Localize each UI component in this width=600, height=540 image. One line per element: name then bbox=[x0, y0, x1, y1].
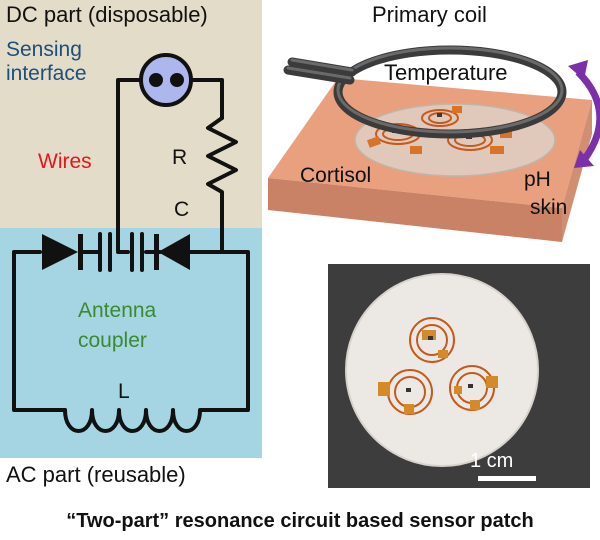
wire-right bbox=[189, 78, 224, 120]
cortisol-label: Cortisol bbox=[300, 164, 372, 187]
temperature-label: Temperature bbox=[384, 60, 508, 85]
scale-bar-label: 1 cm bbox=[470, 450, 514, 472]
capacitor-label: C bbox=[174, 198, 190, 221]
capacitor-right bbox=[130, 232, 144, 272]
skin-front bbox=[268, 178, 562, 242]
primary-coil-leads bbox=[283, 57, 357, 85]
wire-left bbox=[116, 78, 143, 252]
resistor bbox=[206, 116, 238, 254]
diode-left-bar bbox=[78, 234, 83, 270]
inductor bbox=[63, 408, 212, 433]
wire-outer-left bbox=[12, 250, 67, 412]
wires-label: Wires bbox=[38, 150, 92, 173]
diode-left bbox=[42, 234, 78, 270]
electrode-dot-right bbox=[170, 73, 184, 87]
capacitor-left bbox=[98, 232, 112, 272]
sensing-interface-line2: interface bbox=[6, 62, 87, 85]
antenna-coupler-label: Antenna coupler bbox=[78, 296, 156, 356]
photo-coil-top bbox=[409, 317, 455, 363]
resistor-label: R bbox=[172, 146, 188, 169]
photo-patch-disc bbox=[346, 274, 538, 466]
antenna-coupler-line2: coupler bbox=[78, 329, 147, 352]
diode-right bbox=[158, 234, 190, 270]
figure-caption: “Two-part” resonance circuit based senso… bbox=[66, 510, 534, 532]
inductor-label: L bbox=[118, 380, 130, 403]
sensing-interface-line1: Sensing bbox=[6, 38, 82, 61]
scale-bar bbox=[478, 476, 536, 481]
diode-right-bar bbox=[154, 234, 159, 270]
dc-part-label: DC part (disposable) bbox=[6, 2, 208, 27]
ph-label: pH bbox=[524, 168, 551, 191]
ac-part-label: AC part (reusable) bbox=[6, 462, 186, 487]
skin-label: skin bbox=[530, 196, 568, 219]
primary-coil-label: Primary coil bbox=[372, 2, 487, 27]
electrode-dot-left bbox=[149, 73, 163, 87]
sensor-coil-3 bbox=[421, 109, 459, 127]
skin-right bbox=[562, 100, 592, 242]
antenna-coupler-line1: Antenna bbox=[78, 299, 157, 322]
wire-outer-right bbox=[186, 250, 250, 412]
sensing-interface-label: Sensing interface bbox=[6, 38, 87, 86]
